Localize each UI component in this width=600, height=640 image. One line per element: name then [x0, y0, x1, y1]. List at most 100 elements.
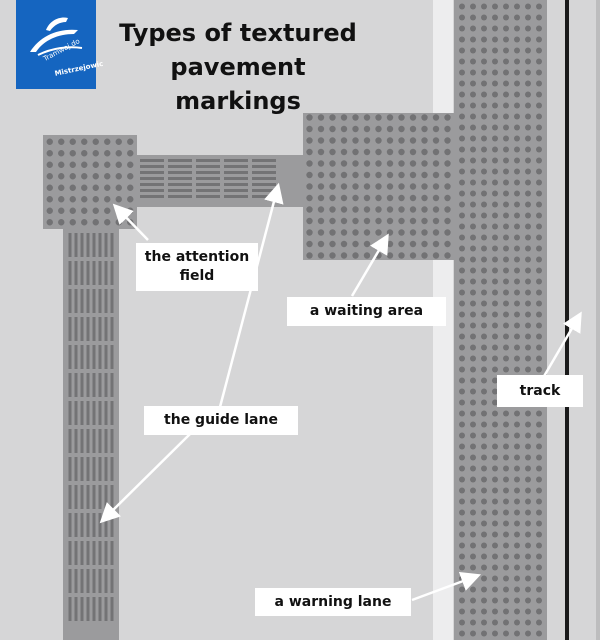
- texture-dot: [525, 146, 531, 153]
- texture-dot: [432, 160, 440, 167]
- texture-dot: [492, 619, 498, 626]
- texture-dot: [92, 184, 99, 191]
- guide-stripe-segment: [80, 513, 84, 537]
- track-rail: [565, 0, 569, 640]
- texture-dot: [503, 498, 509, 505]
- guide-stripe-segment: [196, 189, 220, 192]
- texture-dot: [492, 575, 498, 582]
- texture-dot: [514, 234, 520, 241]
- texture-dot: [481, 3, 487, 10]
- texture-dot: [481, 333, 487, 340]
- texture-dot: [470, 190, 476, 197]
- texture-dot: [514, 135, 520, 142]
- texture-dot: [503, 520, 509, 527]
- texture-dot: [46, 138, 53, 145]
- texture-dot: [329, 171, 336, 179]
- texture-dot: [317, 183, 325, 190]
- texture-dot: [525, 586, 531, 593]
- guide-stripe-segment: [92, 429, 96, 453]
- texture-dot: [514, 179, 520, 186]
- texture-dot: [492, 597, 498, 604]
- texture-dot: [306, 229, 313, 236]
- texture-dot: [481, 113, 487, 120]
- texture-dot: [514, 80, 520, 87]
- texture-dot: [459, 234, 465, 241]
- texture-dot: [444, 229, 451, 236]
- texture-dot: [514, 25, 520, 32]
- guide-stripe-segment: [80, 597, 84, 621]
- texture-dot: [363, 114, 371, 121]
- texture-dot: [514, 311, 520, 318]
- guide-stripe-segment: [92, 485, 96, 509]
- texture-dot: [514, 212, 520, 219]
- texture-dot: [525, 47, 531, 54]
- texture-dot: [459, 410, 465, 417]
- texture-dot: [525, 542, 531, 549]
- texture-dot: [481, 102, 487, 109]
- label-warning-lane: a warning lane: [255, 588, 411, 616]
- texture-dot: [514, 608, 520, 615]
- guide-stripe-segment: [168, 159, 192, 162]
- track-rail-outer: [596, 0, 600, 640]
- texture-dot: [481, 487, 487, 494]
- texture-dot: [503, 410, 509, 417]
- texture-dot: [115, 161, 122, 168]
- texture-dot: [525, 3, 531, 10]
- guide-stripe-segment: [168, 171, 192, 174]
- texture-dot: [470, 146, 476, 153]
- texture-dot: [514, 520, 520, 527]
- guide-stripe-segment: [92, 401, 96, 425]
- track-gap: [569, 0, 600, 640]
- guide-lane-vertical: [63, 229, 119, 640]
- texture-dot: [409, 160, 417, 167]
- guide-stripe-segment: [104, 569, 108, 593]
- texture-dot: [81, 173, 88, 180]
- texture-dot: [492, 465, 498, 472]
- texture-dot: [481, 179, 487, 186]
- texture-dot: [459, 630, 465, 637]
- texture-dot: [492, 14, 498, 21]
- texture-dot: [127, 138, 134, 145]
- guide-stripe-segment: [98, 261, 102, 285]
- texture-dot: [536, 102, 542, 109]
- texture-dot: [363, 240, 371, 248]
- texture-dot: [58, 150, 65, 157]
- guide-stripe-segment: [92, 597, 96, 621]
- texture-dot: [525, 190, 531, 197]
- texture-dot: [58, 196, 65, 203]
- texture-dot: [459, 520, 465, 527]
- texture-dot: [525, 223, 531, 230]
- texture-dot: [459, 3, 465, 10]
- guide-lane-horizontal-stripes: [140, 159, 276, 198]
- texture-dot: [525, 487, 531, 494]
- texture-dot: [503, 344, 509, 351]
- texture-dot: [492, 443, 498, 450]
- texture-dot: [363, 171, 371, 179]
- texture-dot: [386, 160, 394, 167]
- texture-dot: [470, 333, 476, 340]
- texture-dot: [503, 454, 509, 461]
- texture-dot: [503, 190, 509, 197]
- texture-dot: [459, 102, 465, 109]
- guide-stripe-segment: [86, 513, 90, 537]
- guide-stripe-segment: [68, 597, 72, 621]
- texture-dot: [514, 58, 520, 65]
- texture-dot: [536, 509, 542, 516]
- texture-dot: [398, 114, 405, 121]
- texture-dot: [459, 619, 465, 626]
- texture-dot: [536, 289, 542, 296]
- texture-dot: [81, 161, 88, 168]
- texture-dot: [503, 223, 509, 230]
- texture-dot: [536, 366, 542, 373]
- texture-dot: [481, 454, 487, 461]
- texture-dot: [514, 542, 520, 549]
- texture-dot: [503, 432, 509, 439]
- texture-dot: [536, 476, 542, 483]
- texture-dot: [536, 421, 542, 428]
- texture-dot: [386, 206, 394, 213]
- texture-dot: [503, 179, 509, 186]
- texture-dot: [503, 146, 509, 153]
- guide-stripe-segment: [196, 183, 220, 186]
- texture-dot: [459, 47, 465, 54]
- texture-dot: [398, 160, 405, 167]
